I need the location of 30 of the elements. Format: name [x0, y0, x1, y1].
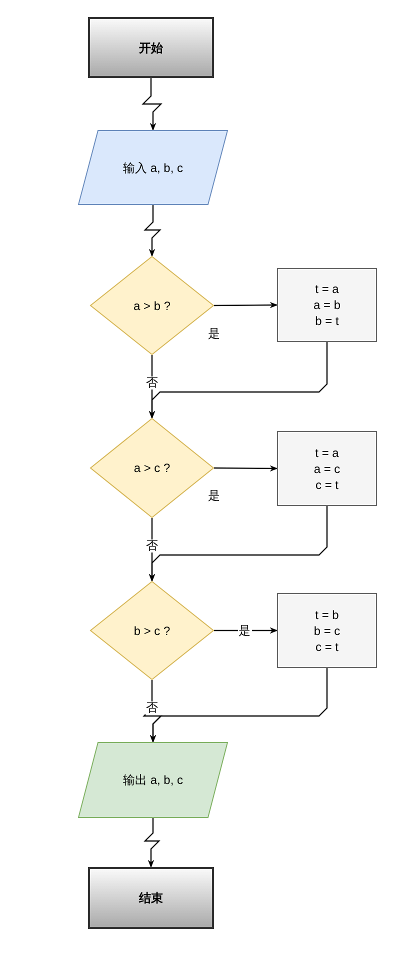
node-text: a = c — [314, 460, 340, 476]
edge-label: 否 — [145, 376, 159, 390]
arrow — [214, 465, 278, 472]
node-text: t = a — [315, 444, 339, 460]
node-text: a = b — [313, 297, 341, 313]
node-text: c = t — [315, 638, 338, 654]
node-text: b = t — [315, 313, 339, 329]
node-text: 输出 a, b, c — [122, 772, 184, 788]
edge-label: 是 — [238, 624, 252, 637]
arrow — [214, 302, 278, 308]
arrow — [142, 78, 162, 131]
terminal-label: 结束 — [139, 890, 163, 906]
node-text: t = a — [315, 281, 339, 297]
edge-label: 否 — [145, 702, 159, 714]
edge-label: 是 — [207, 327, 221, 340]
arrow — [150, 668, 328, 743]
node-text: c = t — [315, 476, 338, 492]
node-text: a > b ? — [133, 298, 171, 314]
terminal-label: 开始 — [139, 40, 163, 56]
node-text: t = b — [315, 606, 339, 622]
arrow — [148, 342, 328, 419]
arrow — [144, 205, 162, 257]
edge-label: 是 — [207, 490, 221, 502]
arrow — [144, 818, 160, 868]
arrow — [148, 506, 328, 582]
edge-label: 否 — [145, 540, 159, 552]
node-text: b = c — [314, 622, 340, 638]
node-text: a > c ? — [134, 460, 170, 476]
node-text: 输入 a, b, c — [122, 160, 184, 176]
node-text: b > c ? — [134, 622, 170, 638]
